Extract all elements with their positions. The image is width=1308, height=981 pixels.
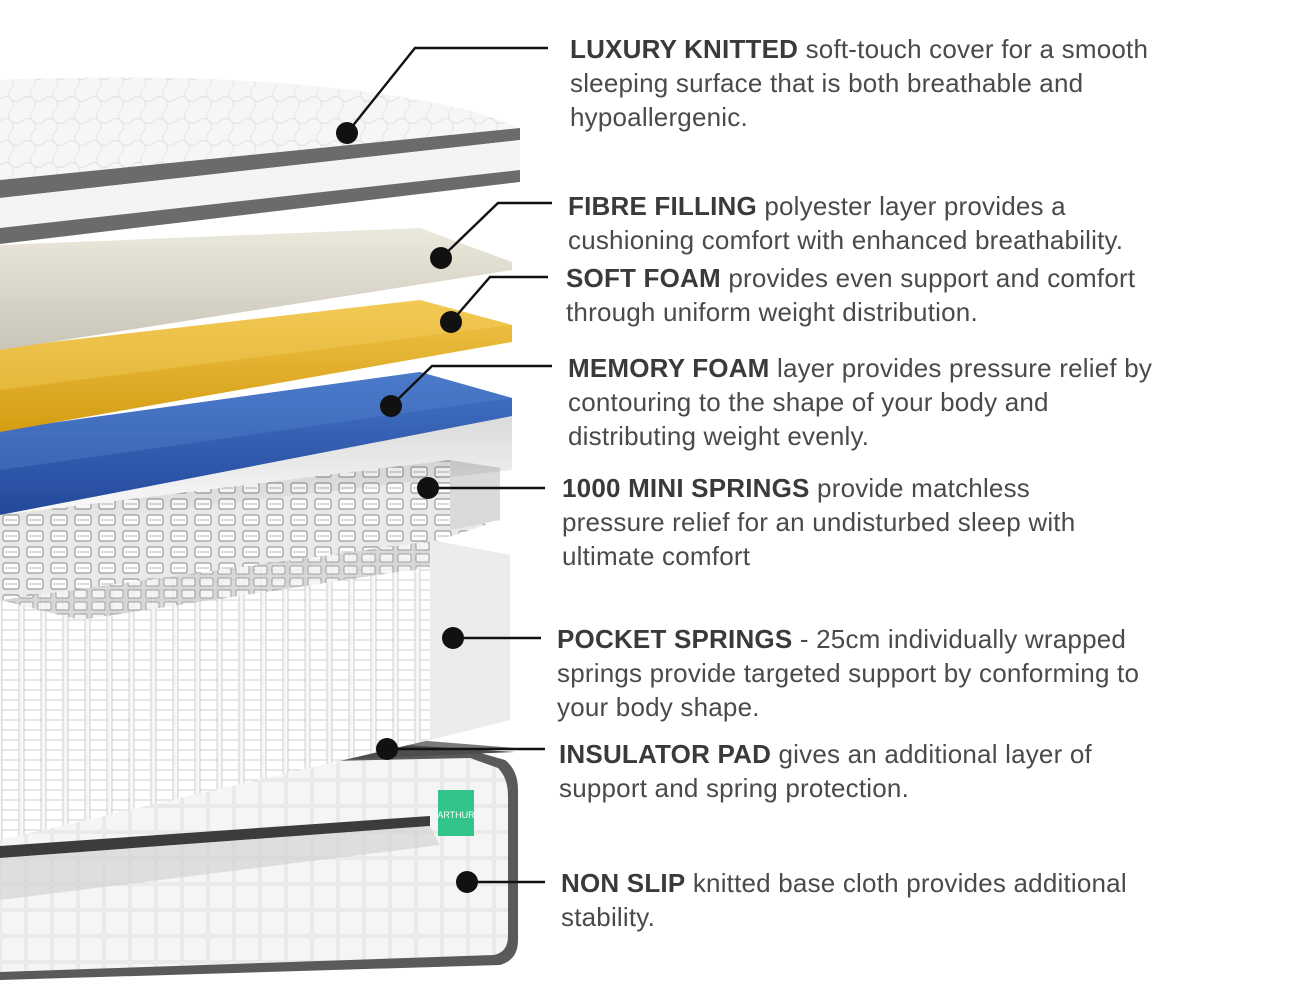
mini-springs-line2: pressure relief for an undisturbed sleep… (562, 507, 1076, 537)
dot-insulator-pad (376, 738, 398, 760)
dot-fibre-filling (430, 247, 452, 269)
dot-memory-foam (380, 395, 402, 417)
soft-foam-line1: provides even support and comfort (728, 263, 1136, 293)
pocket-springs-label: POCKET SPRINGS - 25cm individually wrapp… (557, 622, 1139, 724)
non-slip-label: NON SLIP knitted base cloth provides add… (561, 866, 1127, 934)
pocket-springs-layer (0, 540, 510, 840)
luxury-knitted-label: LUXURY KNITTED soft-touch cover for a sm… (570, 32, 1148, 134)
mini-springs-label: 1000 MINI SPRINGS provide matchless pres… (562, 471, 1075, 573)
leader-lines (346, 46, 552, 884)
memory-foam-title: MEMORY FOAM (568, 353, 770, 383)
insulator-pad-line2: support and spring protection. (559, 773, 909, 803)
dot-mini-springs (417, 477, 439, 499)
luxury-knitted-line3: hypoallergenic. (570, 102, 748, 132)
leader-memory-foam (390, 364, 552, 407)
fibre-filling-layer (0, 228, 512, 350)
memory-foam-label: MEMORY FOAM layer provides pressure reli… (568, 351, 1152, 453)
leader-luxury-knitted (346, 46, 548, 134)
leader-fibre-filling (440, 201, 552, 259)
memory-foam-line1: layer provides pressure relief by (776, 353, 1153, 383)
fibre-filling-title: FIBRE FILLING (568, 191, 757, 221)
memory-foam-line2: contouring to the shape of your body and (568, 387, 1049, 417)
dot-pocket-springs (442, 627, 464, 649)
dot-luxury-knitted (336, 122, 358, 144)
dot-non-slip (456, 871, 478, 893)
pocket-springs-line3: your body shape. (557, 692, 760, 722)
soft-foam-line2: through uniform weight distribution. (566, 297, 978, 327)
non-slip-title: NON SLIP (561, 868, 686, 898)
brand-tag (438, 790, 474, 836)
soft-foam-layer (0, 300, 512, 432)
leader-soft-foam (450, 275, 548, 323)
luxury-knitted-line2: sleeping surface that is both breathable… (570, 68, 1084, 98)
luxury-knitted-line1: soft-touch cover for a smooth (805, 34, 1149, 64)
mini-springs-line3: ultimate comfort (562, 541, 751, 571)
leader-dots (336, 122, 478, 893)
mini-springs-layer (0, 460, 500, 600)
non-slip-line1: knitted base cloth provides additional (692, 868, 1127, 898)
dot-soft-foam (440, 311, 462, 333)
insulator-pad-title: INSULATOR PAD (559, 739, 772, 769)
pocket-springs-title: POCKET SPRINGS (557, 624, 793, 654)
non-slip-line2: stability. (561, 902, 655, 932)
mini-springs-line1: provide matchless (817, 473, 1030, 503)
mini-springs-title: 1000 MINI SPRINGS (562, 473, 810, 503)
fibre-filling-label: FIBRE FILLING polyester layer provides a… (568, 189, 1123, 257)
brand-tag-text: ARTHUR (437, 810, 475, 820)
luxury-knitted-layer (0, 77, 520, 244)
luxury-knitted-title: LUXURY KNITTED (570, 34, 799, 64)
soft-foam-label: SOFT FOAM provides even support and comf… (566, 261, 1135, 329)
pocket-springs-line2: springs provide targeted support by conf… (557, 658, 1140, 688)
pocket-springs-line1: - 25cm individually wrapped (799, 624, 1127, 654)
fibre-filling-line2: cushioning comfort with enhanced breatha… (568, 225, 1124, 255)
fibre-filling-line1: polyester layer provides a (764, 191, 1066, 221)
insulator-pad-label: INSULATOR PAD gives an additional layer … (559, 737, 1092, 805)
soft-foam-title: SOFT FOAM (566, 263, 721, 293)
insulator-pad-line1: gives an additional layer of (778, 739, 1092, 769)
memory-foam-line3: distributing weight evenly. (568, 421, 870, 451)
